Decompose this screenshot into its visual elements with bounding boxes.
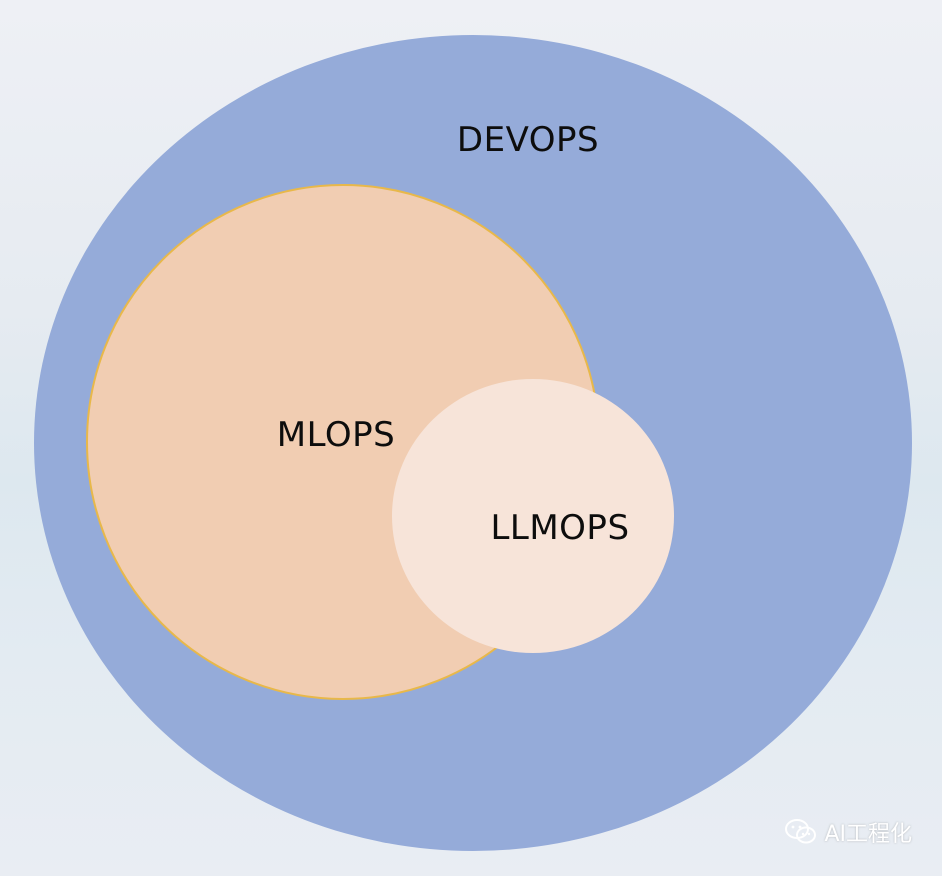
watermark-text: AI工程化	[824, 822, 912, 847]
llmops-label: LLMOPS	[490, 508, 629, 548]
mlops-label: MLOPS	[277, 415, 395, 455]
llmops-circle	[392, 379, 674, 653]
devops-label: DEVOPS	[457, 120, 599, 160]
watermark: AI工程化	[784, 816, 912, 848]
wechat-icon	[784, 818, 818, 846]
